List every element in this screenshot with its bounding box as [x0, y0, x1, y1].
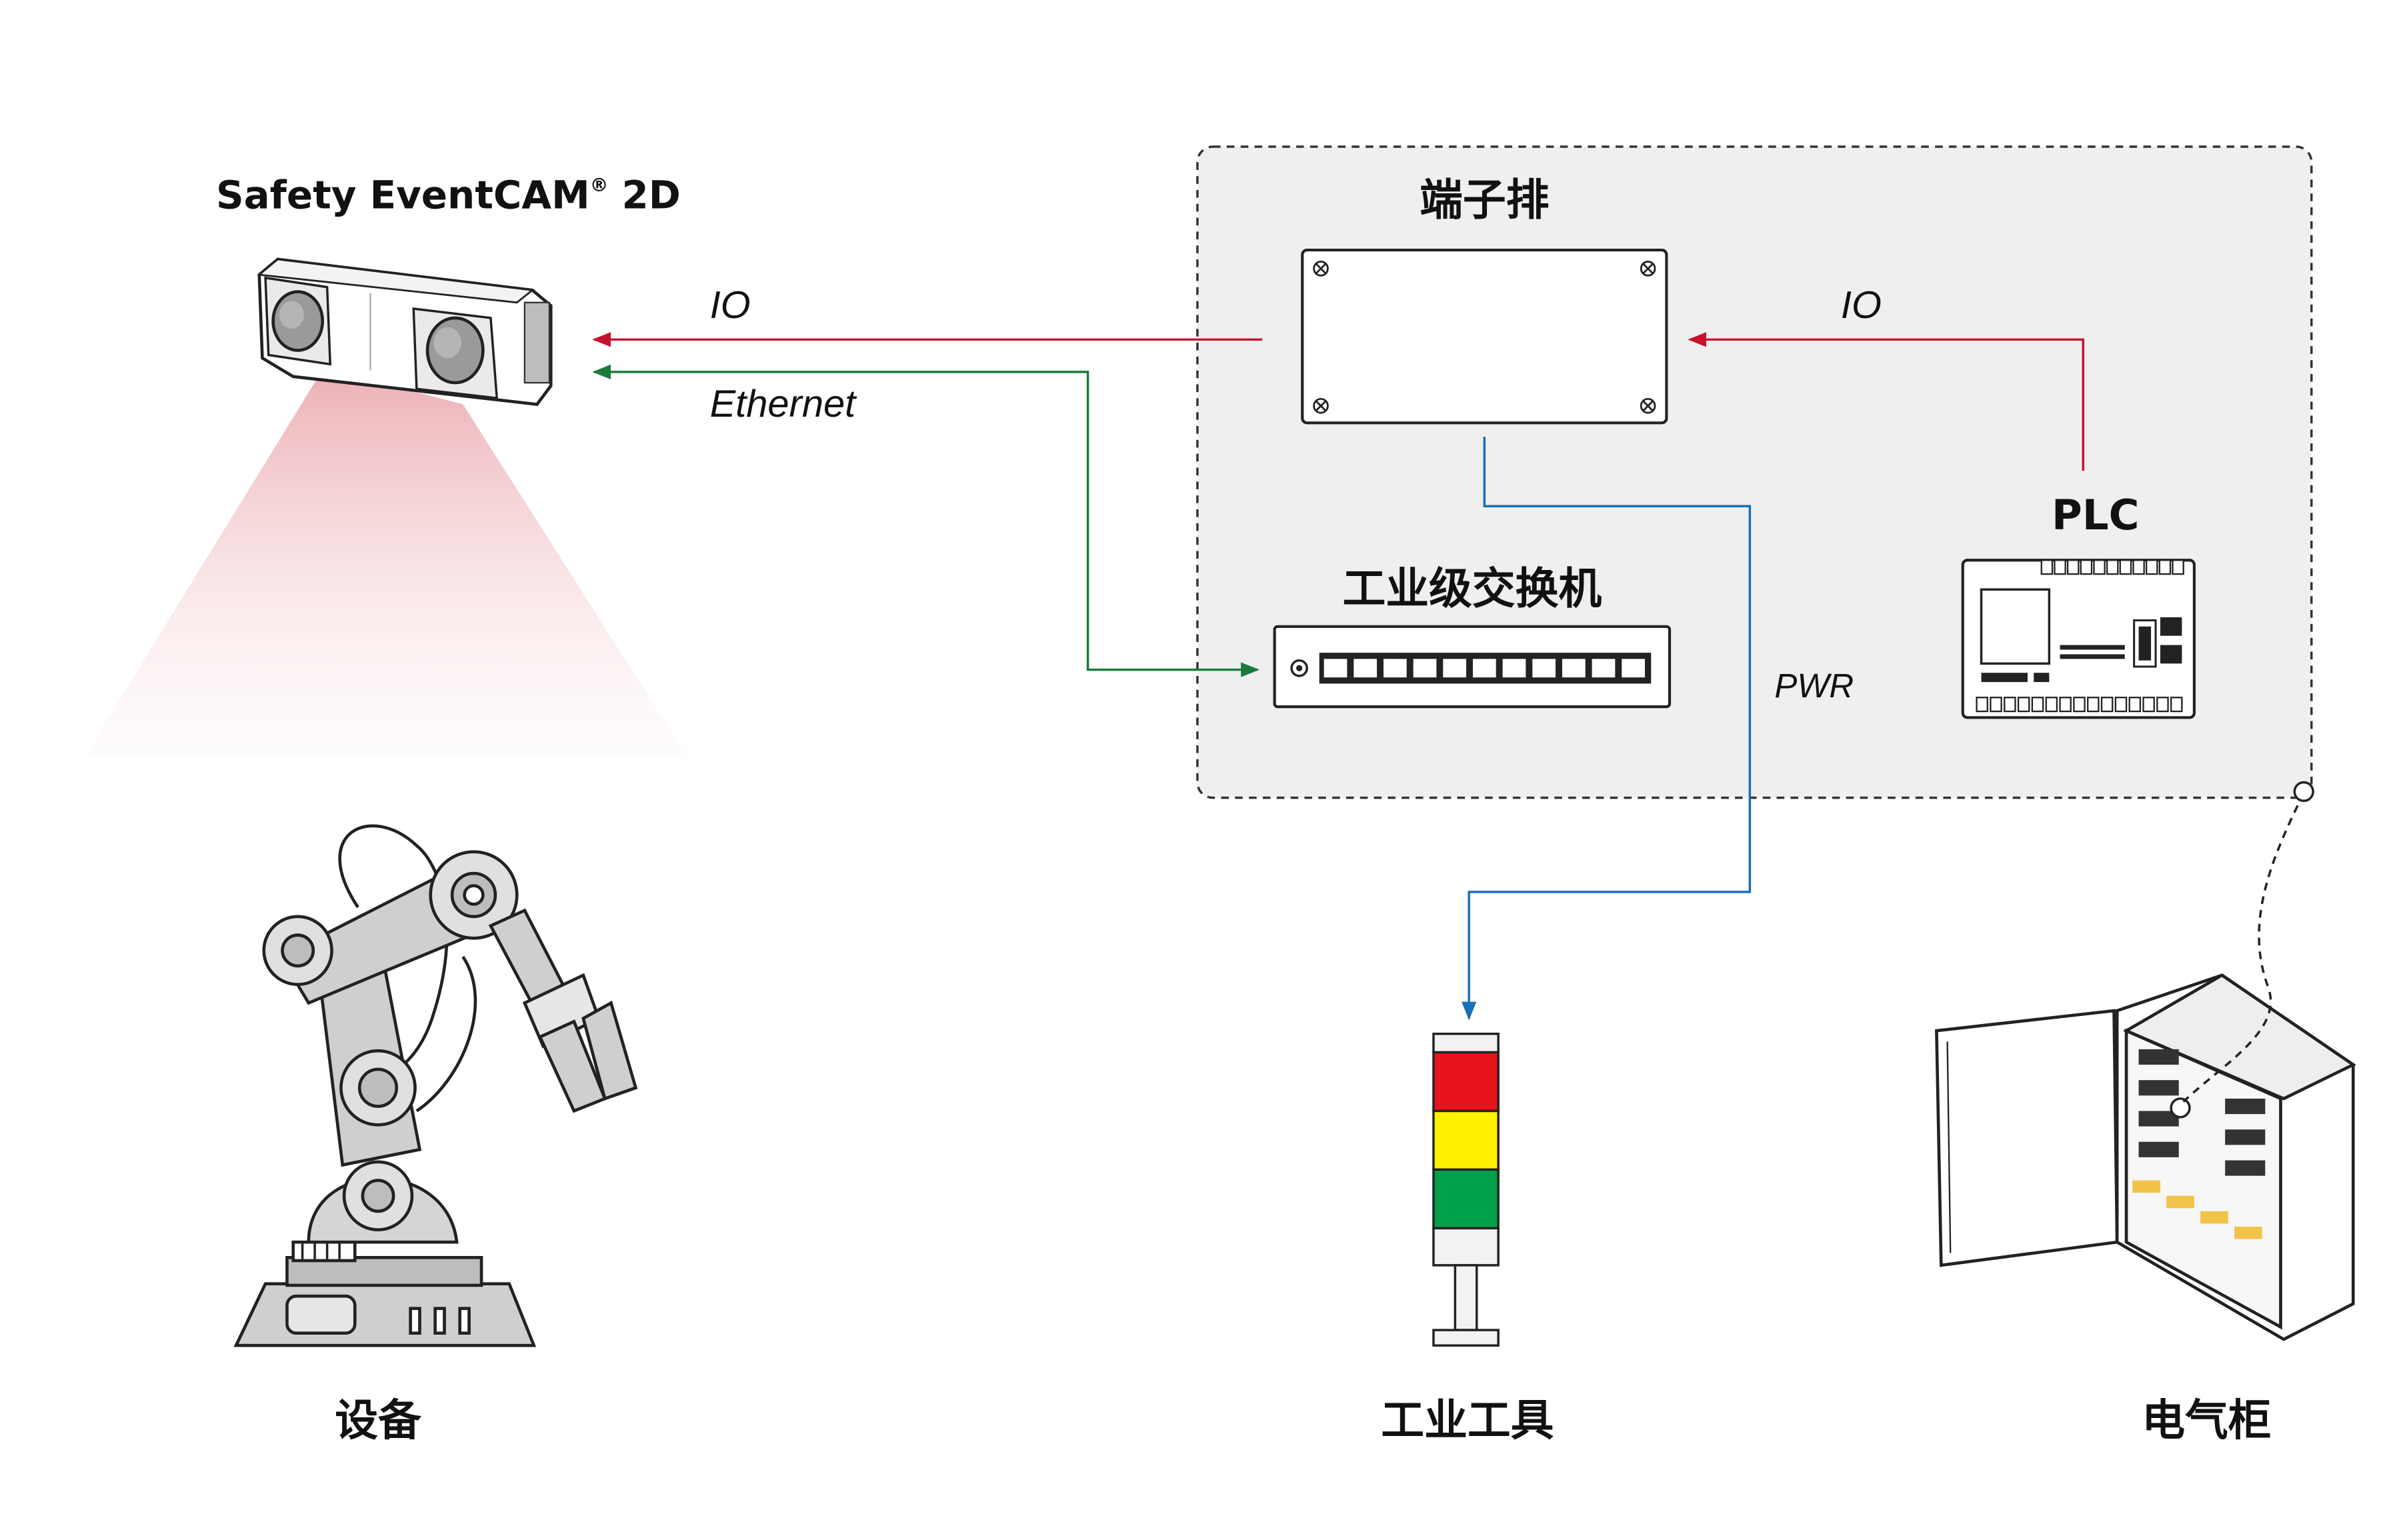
plc-terminal-pin — [1976, 697, 1988, 713]
plc-terminal-pin — [2066, 559, 2080, 575]
pwr-label: PWR — [1774, 667, 1854, 705]
plc-terminal-pin — [2100, 697, 2114, 713]
switch-port — [1562, 659, 1586, 678]
plc-terminal-pin — [2145, 559, 2158, 575]
cabinet-leader-line — [2182, 792, 2305, 1103]
switch-port — [1472, 659, 1496, 678]
stack-light-icon — [1432, 1033, 1500, 1347]
plc-label: PLC — [2052, 491, 2139, 539]
switch-port — [1413, 659, 1437, 678]
plc-terminal-pin — [2128, 697, 2142, 713]
plc-terminal-pin — [2031, 697, 2044, 713]
plc-terminal-pin — [2093, 559, 2106, 575]
plc-terminal-pin — [2114, 697, 2128, 713]
ethernet-line-switch-camera — [592, 364, 1260, 677]
plc-terminal-pin — [2142, 697, 2155, 713]
switch-port — [1324, 659, 1348, 678]
plc-terminal-pin — [2040, 559, 2054, 575]
plc-terminal-pin — [2106, 559, 2119, 575]
terminal-block-label: 端子排 — [1420, 175, 1549, 225]
io-line-plc-to-terminal — [1688, 332, 2084, 471]
terminal-block-icon — [1301, 249, 1668, 425]
camera-title: Safety EventCAM® 2D — [216, 173, 681, 218]
safety-camera-icon — [257, 257, 553, 406]
plc-terminal-pin — [2156, 697, 2169, 713]
enclosure-connector-dot — [2293, 781, 2314, 803]
electrical-cabinet-icon — [1935, 973, 2356, 1341]
pwr-line-terminal-to-light — [1462, 437, 1752, 1021]
plc-terminal-pin — [2017, 697, 2030, 713]
plc-terminal-pin — [2004, 697, 2016, 713]
ethernet-label: Ethernet — [710, 383, 858, 425]
plc-terminal-pin — [2170, 697, 2183, 713]
plc-terminal-pin — [2059, 697, 2072, 713]
plc-terminal-pin — [1990, 697, 2002, 713]
industrial-switch-icon — [1273, 625, 1672, 709]
io-label-right: IO — [1841, 284, 1882, 327]
camera-field-of-view — [85, 367, 687, 757]
plc-icon — [1961, 559, 2196, 719]
io-label-left: IO — [710, 284, 751, 327]
industrial-tool-label: 工业工具 — [1381, 1395, 1554, 1445]
plc-terminal-pin — [2172, 559, 2184, 575]
equipment-label: 设备 — [335, 1395, 422, 1445]
robot-arm-icon — [233, 824, 638, 1347]
switch-label: 工业级交换机 — [1342, 564, 1602, 614]
plc-terminal-pin — [2158, 559, 2172, 575]
switch-port — [1592, 659, 1616, 678]
cabinet-label: 电气柜 — [2142, 1395, 2271, 1445]
switch-port — [1502, 659, 1526, 678]
switch-port — [1383, 659, 1407, 678]
plc-terminal-pin — [2119, 559, 2132, 575]
switch-port — [1443, 659, 1467, 678]
plc-terminal-pin — [2045, 697, 2058, 713]
switch-port — [1354, 659, 1378, 678]
switch-port — [1532, 659, 1556, 678]
switch-port — [1622, 659, 1646, 678]
plc-terminal-pin — [2073, 697, 2086, 713]
plc-terminal-pin — [2132, 559, 2145, 575]
plc-terminal-pin — [2080, 559, 2093, 575]
plc-terminal-pin — [2087, 697, 2100, 713]
plc-terminal-pin — [2054, 559, 2066, 575]
